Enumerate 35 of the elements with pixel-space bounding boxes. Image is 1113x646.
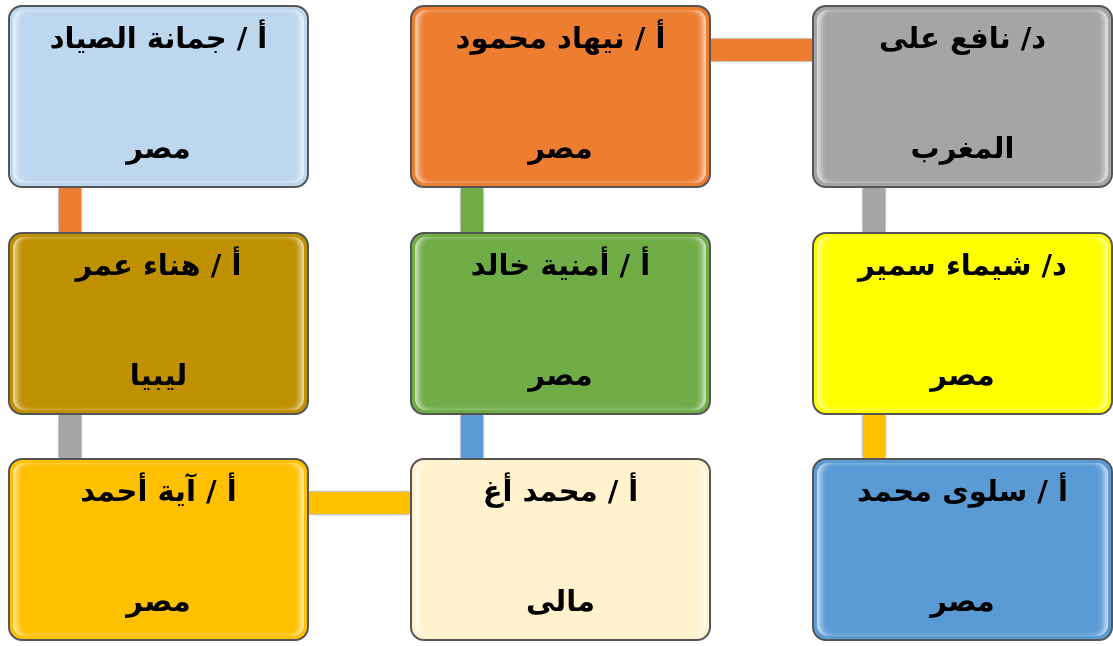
name-card [812,458,1113,641]
country-name: المغرب [909,131,1016,166]
country-name: مصر [124,584,192,619]
country-name: مصر [928,584,996,619]
country-name: مصر [526,131,594,166]
name-card [410,232,711,415]
name-card [8,5,309,188]
person-name: د/ شيماء سمير [855,248,1068,283]
name-card [812,232,1113,415]
connector-bar [863,415,885,458]
name-card [8,458,309,641]
person-name: أ / جمانة الصياد [48,21,269,56]
country-name: مصر [928,358,996,393]
connector-bar [309,492,410,514]
person-name: د/ نافع على [877,21,1048,56]
country-name: مصر [124,131,192,166]
name-card [410,5,711,188]
person-name: أ / آية أحمد [79,474,238,509]
person-name: أ / أمنية خالد [469,248,652,283]
connector-bar [461,188,483,232]
name-card [812,5,1113,188]
person-name: أ / محمد أغ [481,474,640,509]
connector-bar [863,188,885,232]
connector-bar [711,39,812,61]
person-name: أ / نيهاد محمود [454,21,667,56]
country-name: مالى [524,584,597,619]
person-name: أ / سلوى محمد [856,474,1069,509]
person-name: أ / هناء عمر [73,248,243,283]
connector-bar [59,188,81,232]
name-card [410,458,711,641]
name-card [8,232,309,415]
country-name: مصر [526,358,594,393]
connector-bar [461,415,483,458]
connector-bar [59,415,81,458]
country-name: ليبيا [128,358,189,393]
